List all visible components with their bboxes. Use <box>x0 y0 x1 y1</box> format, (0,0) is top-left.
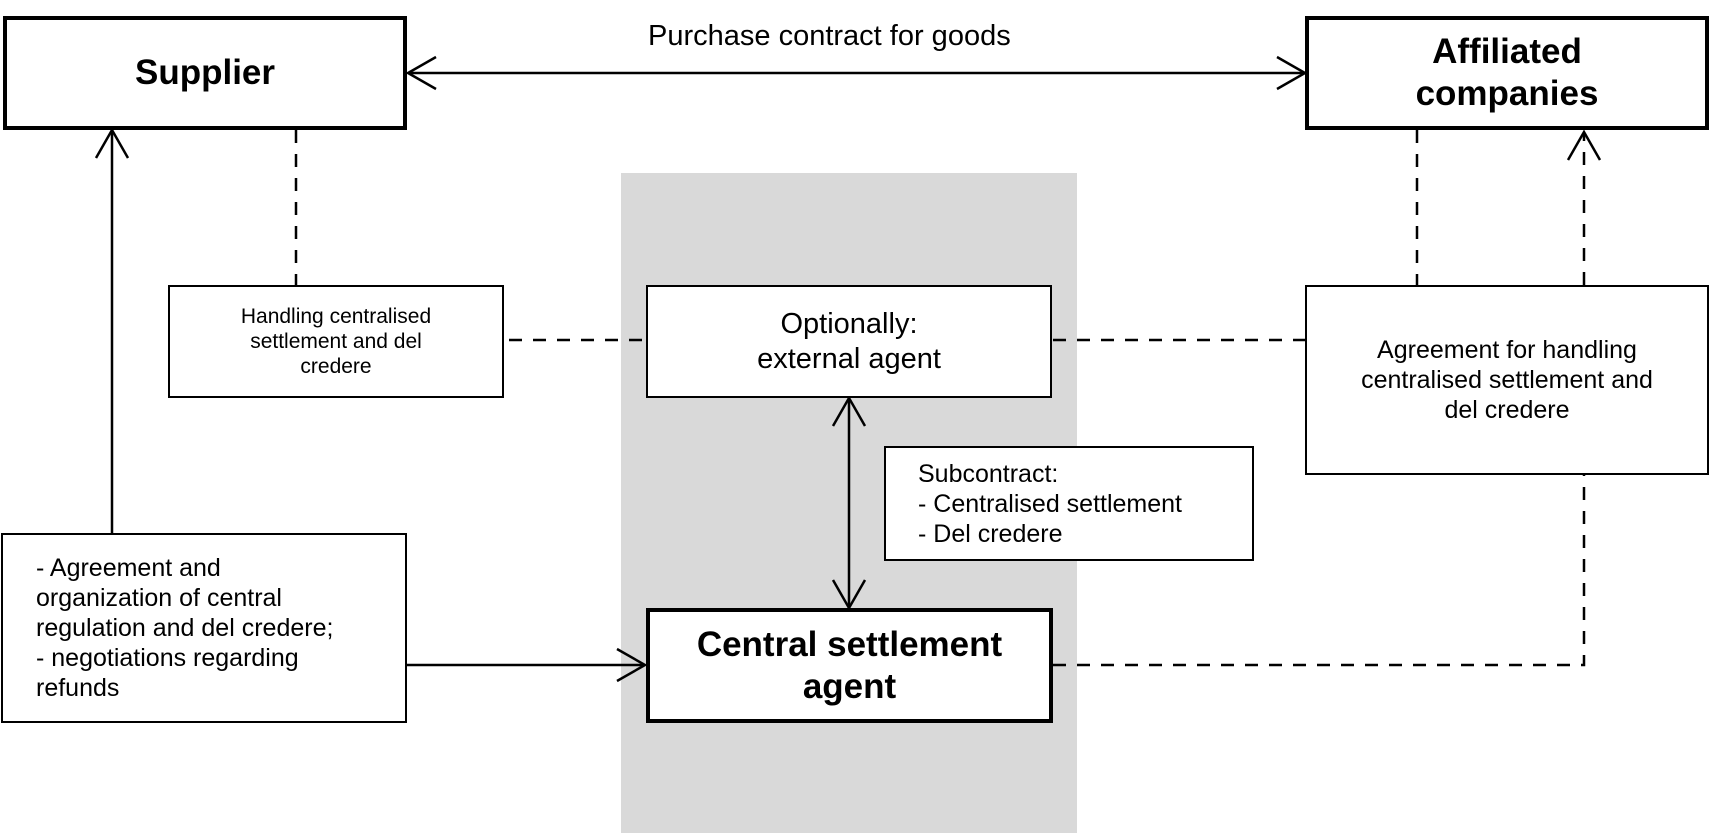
subcontract-label: Subcontract: - Centralised settlement - … <box>918 459 1183 548</box>
agreement-left-label: - Agreement and organization of central … <box>36 554 334 702</box>
agreement-right-box: Agreement for handling centralised settl… <box>1305 285 1709 475</box>
purchase-contract-label: Purchase contract for goods <box>648 20 1011 52</box>
external-agent-box: Optionally: external agent <box>646 285 1052 398</box>
central-settlement-agent-box: Central settlement agent <box>646 608 1053 723</box>
external-agent-label: Optionally: external agent <box>757 307 941 375</box>
agreement-left-box: - Agreement and organization of central … <box>1 533 407 723</box>
external-central-arrowhead-top <box>831 395 867 427</box>
right-agreement-to-affiliated-arrowhead <box>1566 129 1602 161</box>
purchase-contract-arrowhead-left <box>405 55 437 91</box>
agreement-right-label: Agreement for handling centralised settl… <box>1361 336 1653 424</box>
central-to-agreement-dashed <box>1053 475 1586 667</box>
left-agreement-to-supplier-arrowhead <box>94 127 130 159</box>
central-settlement-agent-label: Central settlement agent <box>696 624 1003 706</box>
supplier-label: Supplier <box>134 53 276 92</box>
handling-settlement-box: Handling centralised settlement and del … <box>168 285 504 398</box>
handling-settlement-label: Handling centralised settlement and del … <box>240 304 432 379</box>
affiliated-companies-box: Affiliated companies <box>1305 16 1709 130</box>
affiliated-companies-label: Affiliated companies <box>1415 32 1599 113</box>
subcontract-box: Subcontract: - Centralised settlement - … <box>884 446 1254 561</box>
supplier-box: Supplier <box>3 16 407 130</box>
left-agreement-to-central-arrowhead <box>616 647 648 683</box>
